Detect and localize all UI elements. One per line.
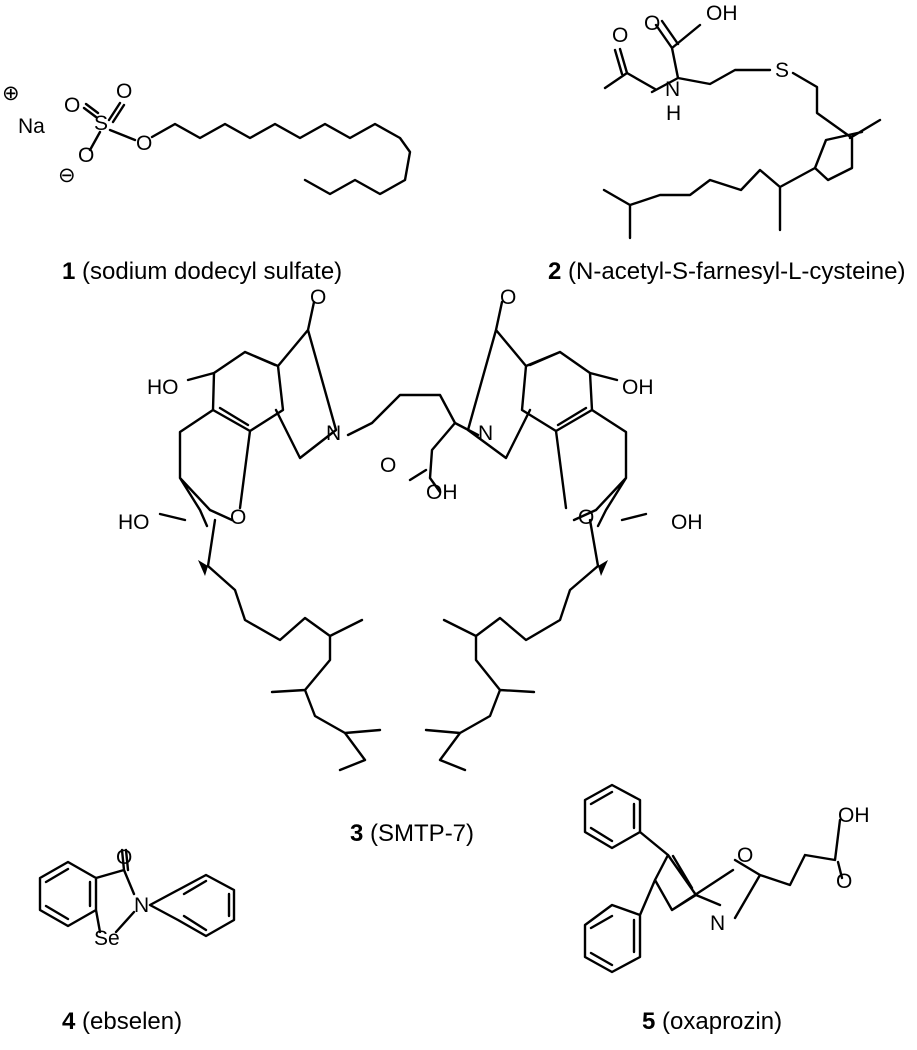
acid-hydroxyl: OH — [706, 2, 738, 25]
oxaprozin-hydroxyl: OH — [838, 804, 870, 827]
compound-5-name: (oxaprozin) — [662, 1008, 783, 1035]
compound-3-structure: O HO N O HO O OH O OH N O OH — [118, 286, 703, 772]
left-phenol-hydroxyl: HO — [147, 376, 179, 399]
oxazole-oxygen: O — [737, 844, 753, 867]
caption-compound-5: 5 (oxaprozin) — [642, 1008, 782, 1036]
compound-4-number: 4 — [62, 1008, 76, 1035]
acetyl-oxygen: O — [612, 24, 628, 47]
caption-compound-2: 2 (N-acetyl-S-farnesyl-L-cysteine) — [548, 258, 905, 286]
thioether-sulfur: S — [775, 59, 789, 82]
amide-hydrogen: H — [666, 102, 681, 125]
sodium-charge-plus: ⊕ — [2, 82, 20, 105]
compound-2-name: (N-acetyl-S-farnesyl-L-cysteine) — [568, 258, 906, 285]
right-lactam-oxygen: O — [500, 286, 516, 309]
caption-compound-4: 4 (ebselen) — [62, 1008, 182, 1036]
compound-4-structure: O N Se — [38, 846, 236, 950]
sulfur-label: S — [94, 112, 108, 135]
oxaprozin-carbonyl-oxygen: O — [836, 870, 852, 893]
caption-compound-1: 1 (sodium dodecyl sulfate) — [62, 258, 342, 286]
left-pyran-oxygen: O — [230, 506, 246, 529]
sulfate-oxygen-1: O — [64, 94, 80, 117]
compound-4-name: (ebselen) — [82, 1008, 183, 1035]
ester-oxygen: O — [136, 132, 152, 155]
caption-compound-3: 3 (SMTP-7) — [350, 820, 474, 848]
compound-5-structure: O N OH O — [583, 783, 870, 974]
compound-1-number: 1 — [62, 258, 76, 285]
sulfate-charge-minus: ⊖ — [58, 164, 76, 187]
acid-hydroxyl: OH — [426, 481, 458, 504]
acid-oxygen: O — [644, 12, 660, 35]
oxazole-nitrogen: N — [710, 912, 725, 935]
sodium-label: Na — [18, 115, 45, 138]
compound-3-name: (SMTP-7) — [370, 820, 475, 847]
acid-carbonyl-oxygen: O — [380, 454, 396, 477]
right-hydroxyl: OH — [671, 511, 703, 534]
compound-1-structure: ⊕ Na O O S O ⊖ O — [2, 80, 412, 196]
left-lactam-nitrogen: N — [326, 422, 341, 445]
sulfate-oxygen-2: O — [116, 80, 132, 103]
compound-2-structure: O OH O N H S — [602, 2, 882, 240]
left-hydroxyl: HO — [118, 511, 150, 534]
right-phenol-hydroxyl: OH — [622, 376, 654, 399]
ebselen-nitrogen: N — [134, 894, 149, 917]
compound-1-name: (sodium dodecyl sulfate) — [82, 258, 343, 285]
compound-2-number: 2 — [548, 258, 562, 285]
compound-5-number: 5 — [642, 1008, 656, 1035]
compound-3-number: 3 — [350, 820, 364, 847]
